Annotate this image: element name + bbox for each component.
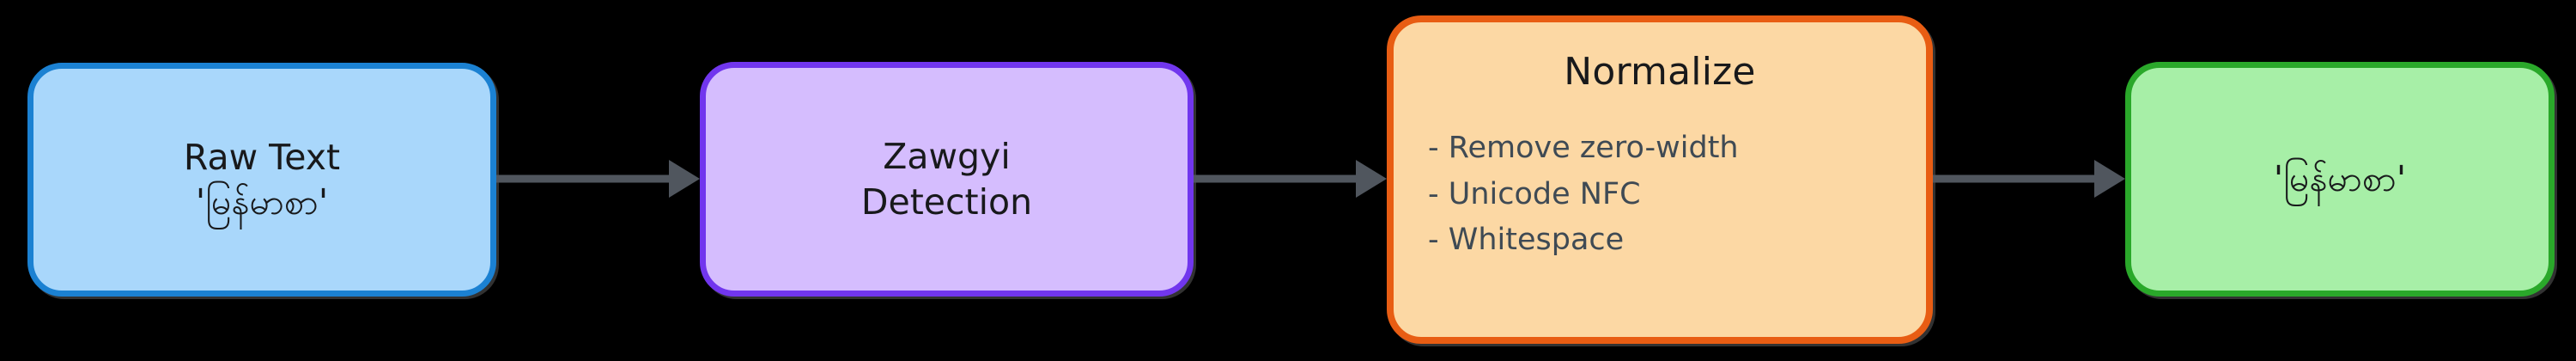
arrow-head-icon: [2094, 160, 2125, 198]
node-zawgyi-detection[interactable]: Zawgyi Detection: [700, 62, 1194, 297]
node-zawgyi-detection-title-line2: Detection: [860, 180, 1033, 223]
node-zawgyi-detection-title-line1: Zawgyi: [883, 136, 1011, 178]
arrow-shaft: [1194, 174, 1359, 183]
node-normalize-step: - Whitespace: [1428, 222, 1625, 257]
node-normalize[interactable]: Normalize - Remove zero-width - Unicode …: [1387, 15, 1933, 344]
arrow-head-icon: [1356, 160, 1387, 198]
arrow-shaft: [496, 174, 672, 183]
arrow-head-icon: [669, 160, 700, 198]
arrow-shaft: [1933, 174, 2098, 183]
node-normalize-title: Normalize: [1564, 50, 1756, 94]
edge-raw-to-detection-arrow: [496, 160, 700, 198]
node-raw-text[interactable]: Raw Text 'မြန်မာစာ': [27, 63, 496, 297]
node-output-sample: 'မြန်မာစာ': [2273, 158, 2407, 200]
node-output[interactable]: 'မြန်မာစာ': [2125, 62, 2555, 297]
edge-normalize-to-output-arrow: [1933, 160, 2125, 198]
node-normalize-step: - Remove zero-width: [1428, 131, 1739, 166]
node-normalize-step: - Unicode NFC: [1428, 176, 1641, 211]
edge-detection-to-normalize-arrow: [1194, 160, 1387, 198]
node-raw-text-title: Raw Text: [183, 136, 341, 178]
node-raw-text-sample: 'မြန်မာစာ': [195, 181, 329, 223]
node-normalize-step-list: - Remove zero-width - Unicode NFC - Whit…: [1428, 125, 1739, 263]
